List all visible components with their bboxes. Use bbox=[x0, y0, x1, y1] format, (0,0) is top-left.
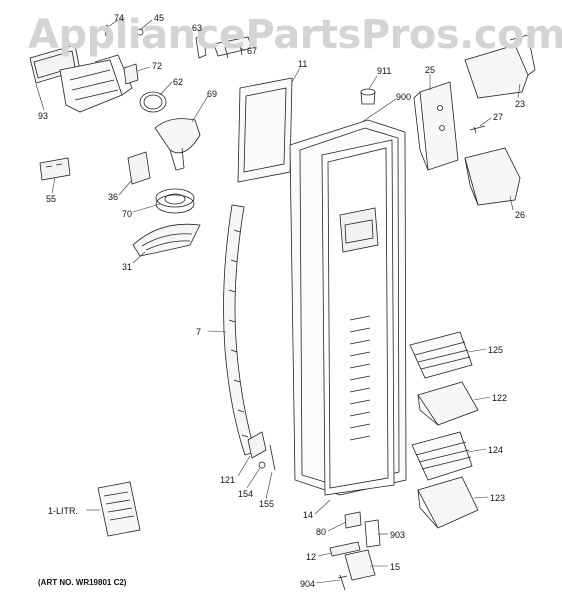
part-label: 125 bbox=[488, 345, 504, 355]
part-label: 31 bbox=[122, 262, 133, 272]
part-label: 80 bbox=[316, 527, 327, 537]
part-label: 23 bbox=[515, 99, 526, 109]
bearing-drawing bbox=[155, 188, 195, 214]
part-label: 123 bbox=[490, 493, 506, 503]
part-label: 122 bbox=[492, 393, 508, 403]
part-label: 26 bbox=[515, 210, 526, 220]
part-label: 7 bbox=[196, 327, 202, 337]
handle-drawing bbox=[223, 204, 256, 456]
part-label: 74 bbox=[114, 13, 125, 23]
part-label: 911 bbox=[377, 66, 392, 76]
cover-23-drawing bbox=[464, 34, 536, 99]
part-label: 124 bbox=[488, 445, 504, 455]
part-label: 36 bbox=[108, 192, 119, 202]
cap-drawing bbox=[360, 88, 376, 105]
connector-drawing bbox=[39, 157, 71, 181]
part-label: 900 bbox=[396, 92, 412, 102]
hinge-parts-drawing bbox=[247, 431, 276, 471]
watermark-text: AppliancePartsPros.com bbox=[28, 12, 562, 58]
part-label: 904 bbox=[300, 579, 316, 589]
part-label: 154 bbox=[238, 489, 254, 499]
part-label: 63 bbox=[192, 23, 203, 33]
manual-booklet-drawing bbox=[97, 481, 141, 537]
part-label: 67 bbox=[247, 46, 258, 56]
part-label: 55 bbox=[46, 194, 57, 204]
shelf-125-drawing bbox=[409, 331, 473, 379]
part-label: 11 bbox=[298, 59, 308, 69]
door-panel-drawing bbox=[237, 77, 293, 183]
part-label: 14 bbox=[303, 510, 314, 520]
door-assembly-drawing bbox=[289, 119, 407, 496]
part-label: 903 bbox=[390, 530, 406, 540]
chute-drawing bbox=[154, 118, 201, 171]
part-label: 25 bbox=[425, 65, 436, 75]
part-label: 27 bbox=[493, 112, 504, 122]
screw-27-drawing bbox=[469, 125, 486, 134]
part-label: 72 bbox=[152, 61, 163, 71]
part-label: 1-LITR. bbox=[48, 506, 79, 516]
part-label: 69 bbox=[207, 89, 218, 99]
bracket-25-drawing bbox=[413, 81, 459, 171]
bracket-drawing bbox=[123, 63, 139, 85]
shelf-124-drawing bbox=[411, 431, 473, 481]
part-label: 12 bbox=[306, 552, 317, 562]
part-label: 15 bbox=[390, 562, 401, 572]
shelf-122-drawing bbox=[417, 381, 479, 426]
part-label: 45 bbox=[154, 13, 165, 23]
grille-drawing bbox=[132, 223, 201, 257]
art-number: (ART NO. WR19801 C2) bbox=[38, 578, 127, 587]
part-label: 121 bbox=[220, 475, 236, 485]
ring-drawing bbox=[139, 91, 167, 113]
bottom-parts-drawing bbox=[329, 511, 381, 591]
part-label: 70 bbox=[122, 209, 133, 219]
part-label: 93 bbox=[38, 111, 49, 121]
bracket-36-drawing bbox=[127, 151, 151, 185]
cover-26-drawing bbox=[464, 147, 521, 206]
part-label: 62 bbox=[173, 77, 184, 87]
screw-drawing bbox=[100, 24, 144, 37]
part-label: 155 bbox=[259, 499, 275, 509]
leader-lines bbox=[35, 19, 521, 584]
shelf-123-drawing bbox=[417, 476, 479, 529]
dispenser-housing-drawing bbox=[29, 44, 133, 113]
